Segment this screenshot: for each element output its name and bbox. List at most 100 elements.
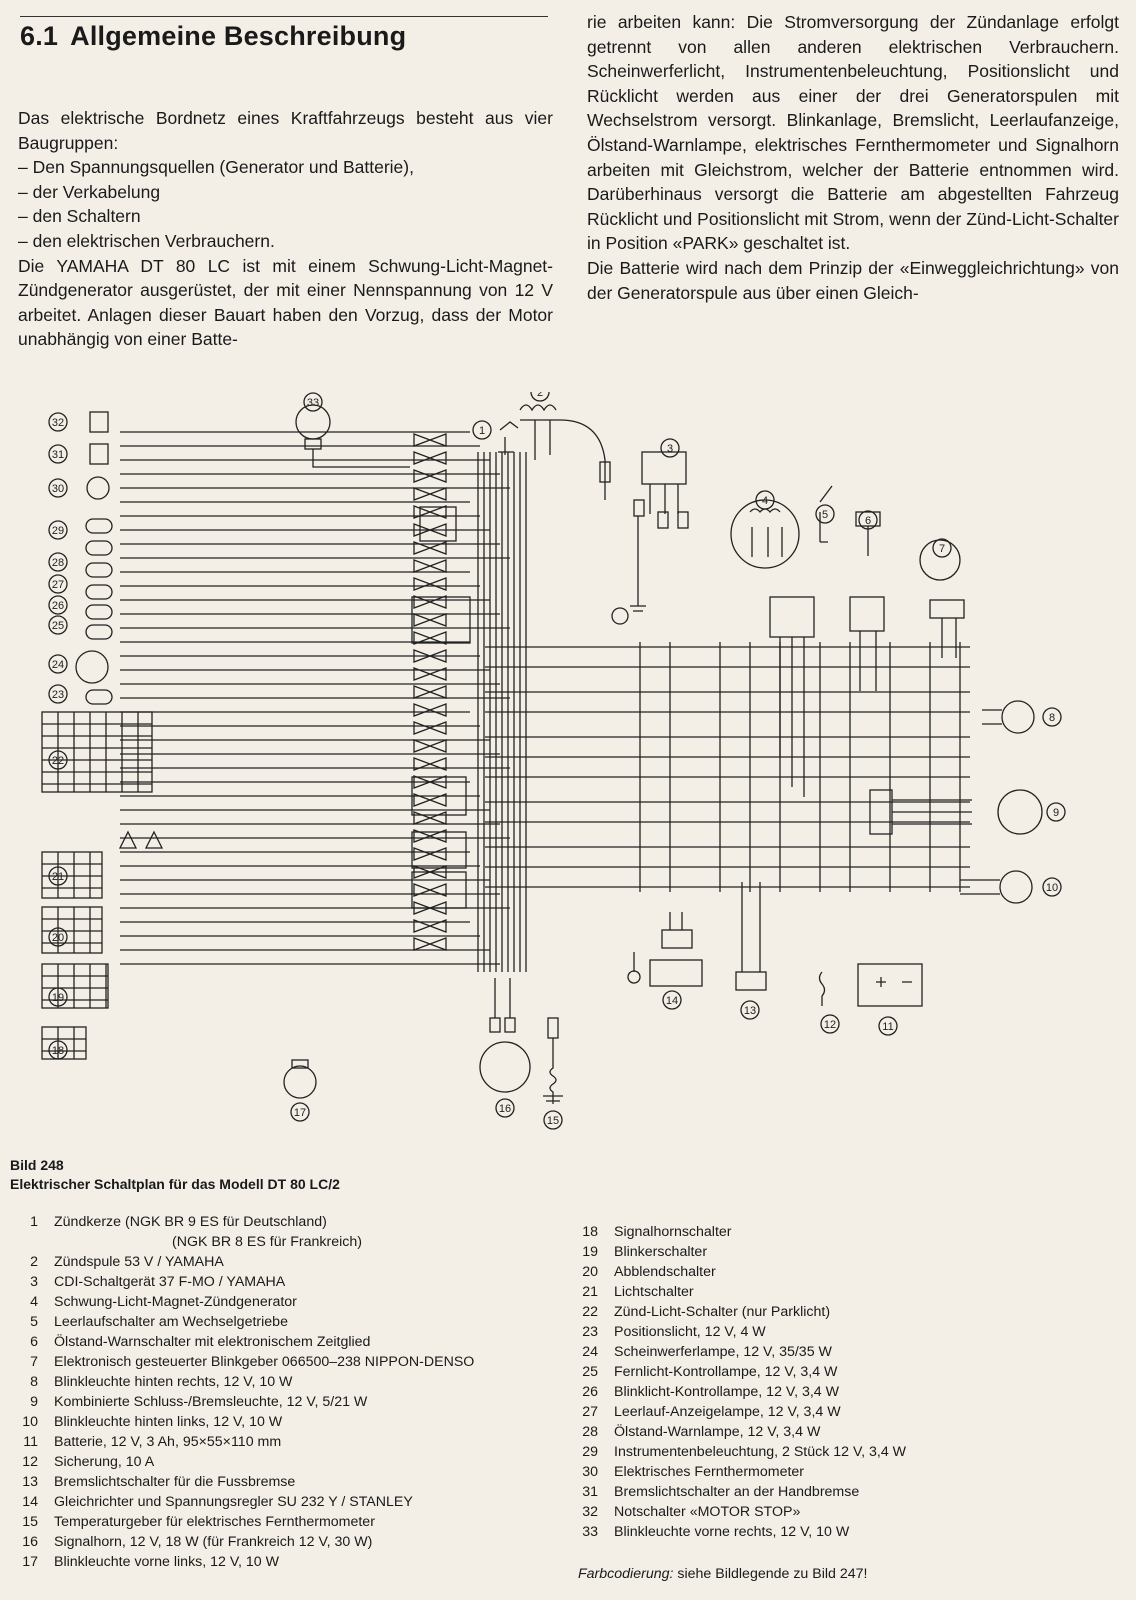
label-circle [472,420,492,440]
lamp [85,540,113,556]
label-number: 10 [1046,882,1058,894]
connector [413,757,447,771]
legend-number: 9 [30,1394,38,1410]
legend-text: Signalhornschalter [614,1224,732,1240]
switch-table [41,906,103,954]
figure-title: Elektrischer Schaltplan für das Modell D… [10,1176,340,1192]
label-29: 29 [48,520,68,540]
label-2: 2 [530,392,550,402]
connector [413,595,447,609]
legend-number: 26 [582,1384,598,1400]
legend-number: 12 [22,1454,38,1470]
label-number: 24 [52,659,64,671]
component-8-rear-right-blinker [982,700,1035,734]
legend-text: Abblendschalter [614,1264,716,1280]
label-4: 4 [755,490,775,510]
legend-number: 21 [582,1284,598,1300]
legend-number: 20 [582,1264,598,1280]
legend-text: Blinklicht-Kontrollampe, 12 V, 3,4 W [614,1384,840,1400]
connector [413,631,447,645]
component-16-horn [479,978,531,1093]
component-14-rectifier-regulator [627,912,703,987]
legend-text: Temperaturgeber für elektrisches Fernthe… [54,1514,375,1530]
label-circle [48,574,68,594]
gauge [86,476,110,500]
label-number: 3 [667,443,673,455]
label-number: 29 [52,525,64,537]
label-circle [530,392,550,402]
label-number: 33 [307,397,319,409]
label-6: 6 [858,510,878,530]
label-circle [878,1016,898,1036]
list-item: Den Spannungsquellen (Generator und Batt… [18,155,553,180]
label-1: 1 [472,420,492,440]
battery-paragraph: Die Batterie wird nach dem Prinzip der «… [587,257,1119,303]
label-12: 12 [820,1014,840,1034]
legend-text: Leerlaufschalter am Wechselgetriebe [54,1314,288,1330]
connector-block [411,831,467,869]
switch-table [41,963,109,1009]
switch-table [41,1026,87,1060]
component-6-oil-level-switch [849,511,885,691]
label-26: 26 [48,595,68,615]
label-circle [48,927,68,947]
label-circle [932,538,952,558]
label-circle [48,654,68,674]
legend-number: 13 [22,1474,38,1490]
legend-text: Schwung-Licht-Magnet-Zündgenerator [54,1294,297,1310]
legend-text: Blinkleuchte vorne rechts, 12 V, 10 W [614,1524,850,1540]
component-4-magneto-generator [730,499,815,797]
figure-caption: Bild 248 Elektrischer Schaltplan für das… [10,1156,340,1194]
legend-number: 31 [582,1484,598,1500]
label-number: 11 [882,1021,893,1033]
label-circle [543,1110,563,1130]
switch-box [89,411,109,433]
legend-text: Ölstand-Warnlampe, 12 V, 3,4 W [614,1424,821,1440]
legend-text: CDI-Schaltgerät 37 F-MO / YAMAHA [54,1274,286,1290]
label-28: 28 [48,552,68,572]
connector [413,523,447,537]
legend-number: 33 [582,1524,598,1540]
label-16: 16 [495,1098,515,1118]
connector [413,505,447,519]
legend-number: 24 [582,1344,598,1360]
connector [413,667,447,681]
label-circle [660,438,680,458]
connector [413,433,447,447]
component-9-tail-brake-light [869,789,1043,835]
label-circle [48,444,68,464]
component-5-neutral-switch [819,485,833,543]
label-circle [48,552,68,572]
label-number: 28 [52,557,64,569]
component-2-ignition-coil [519,404,611,500]
component-15-temperature-sender [543,1017,563,1104]
label-circle [858,510,878,530]
legend-number: 25 [582,1364,598,1380]
component-list: Den Spannungsquellen (Generator und Batt… [18,155,553,253]
legend-text: Blinkleuchte vorne links, 12 V, 10 W [54,1554,280,1570]
label-number: 30 [52,483,64,495]
generator-paragraph: Die YAMAHA DT 80 LC ist mit einem Schwun… [18,255,553,350]
switch-table [41,851,103,899]
label-circle [48,866,68,886]
text-column-right: rie arbeiten kann: Die Stromversorgung d… [587,10,1119,305]
legend-number: 18 [582,1224,598,1240]
legend-text: Sicherung, 10 A [54,1454,155,1470]
legend-text: Signalhorn, 12 V, 18 W (für Frankreich 1… [54,1534,373,1550]
label-number: 4 [762,495,768,507]
legend-item: 33 Blinkleuchte vorne rechts, 12 V, 10 W [578,1522,1098,1542]
